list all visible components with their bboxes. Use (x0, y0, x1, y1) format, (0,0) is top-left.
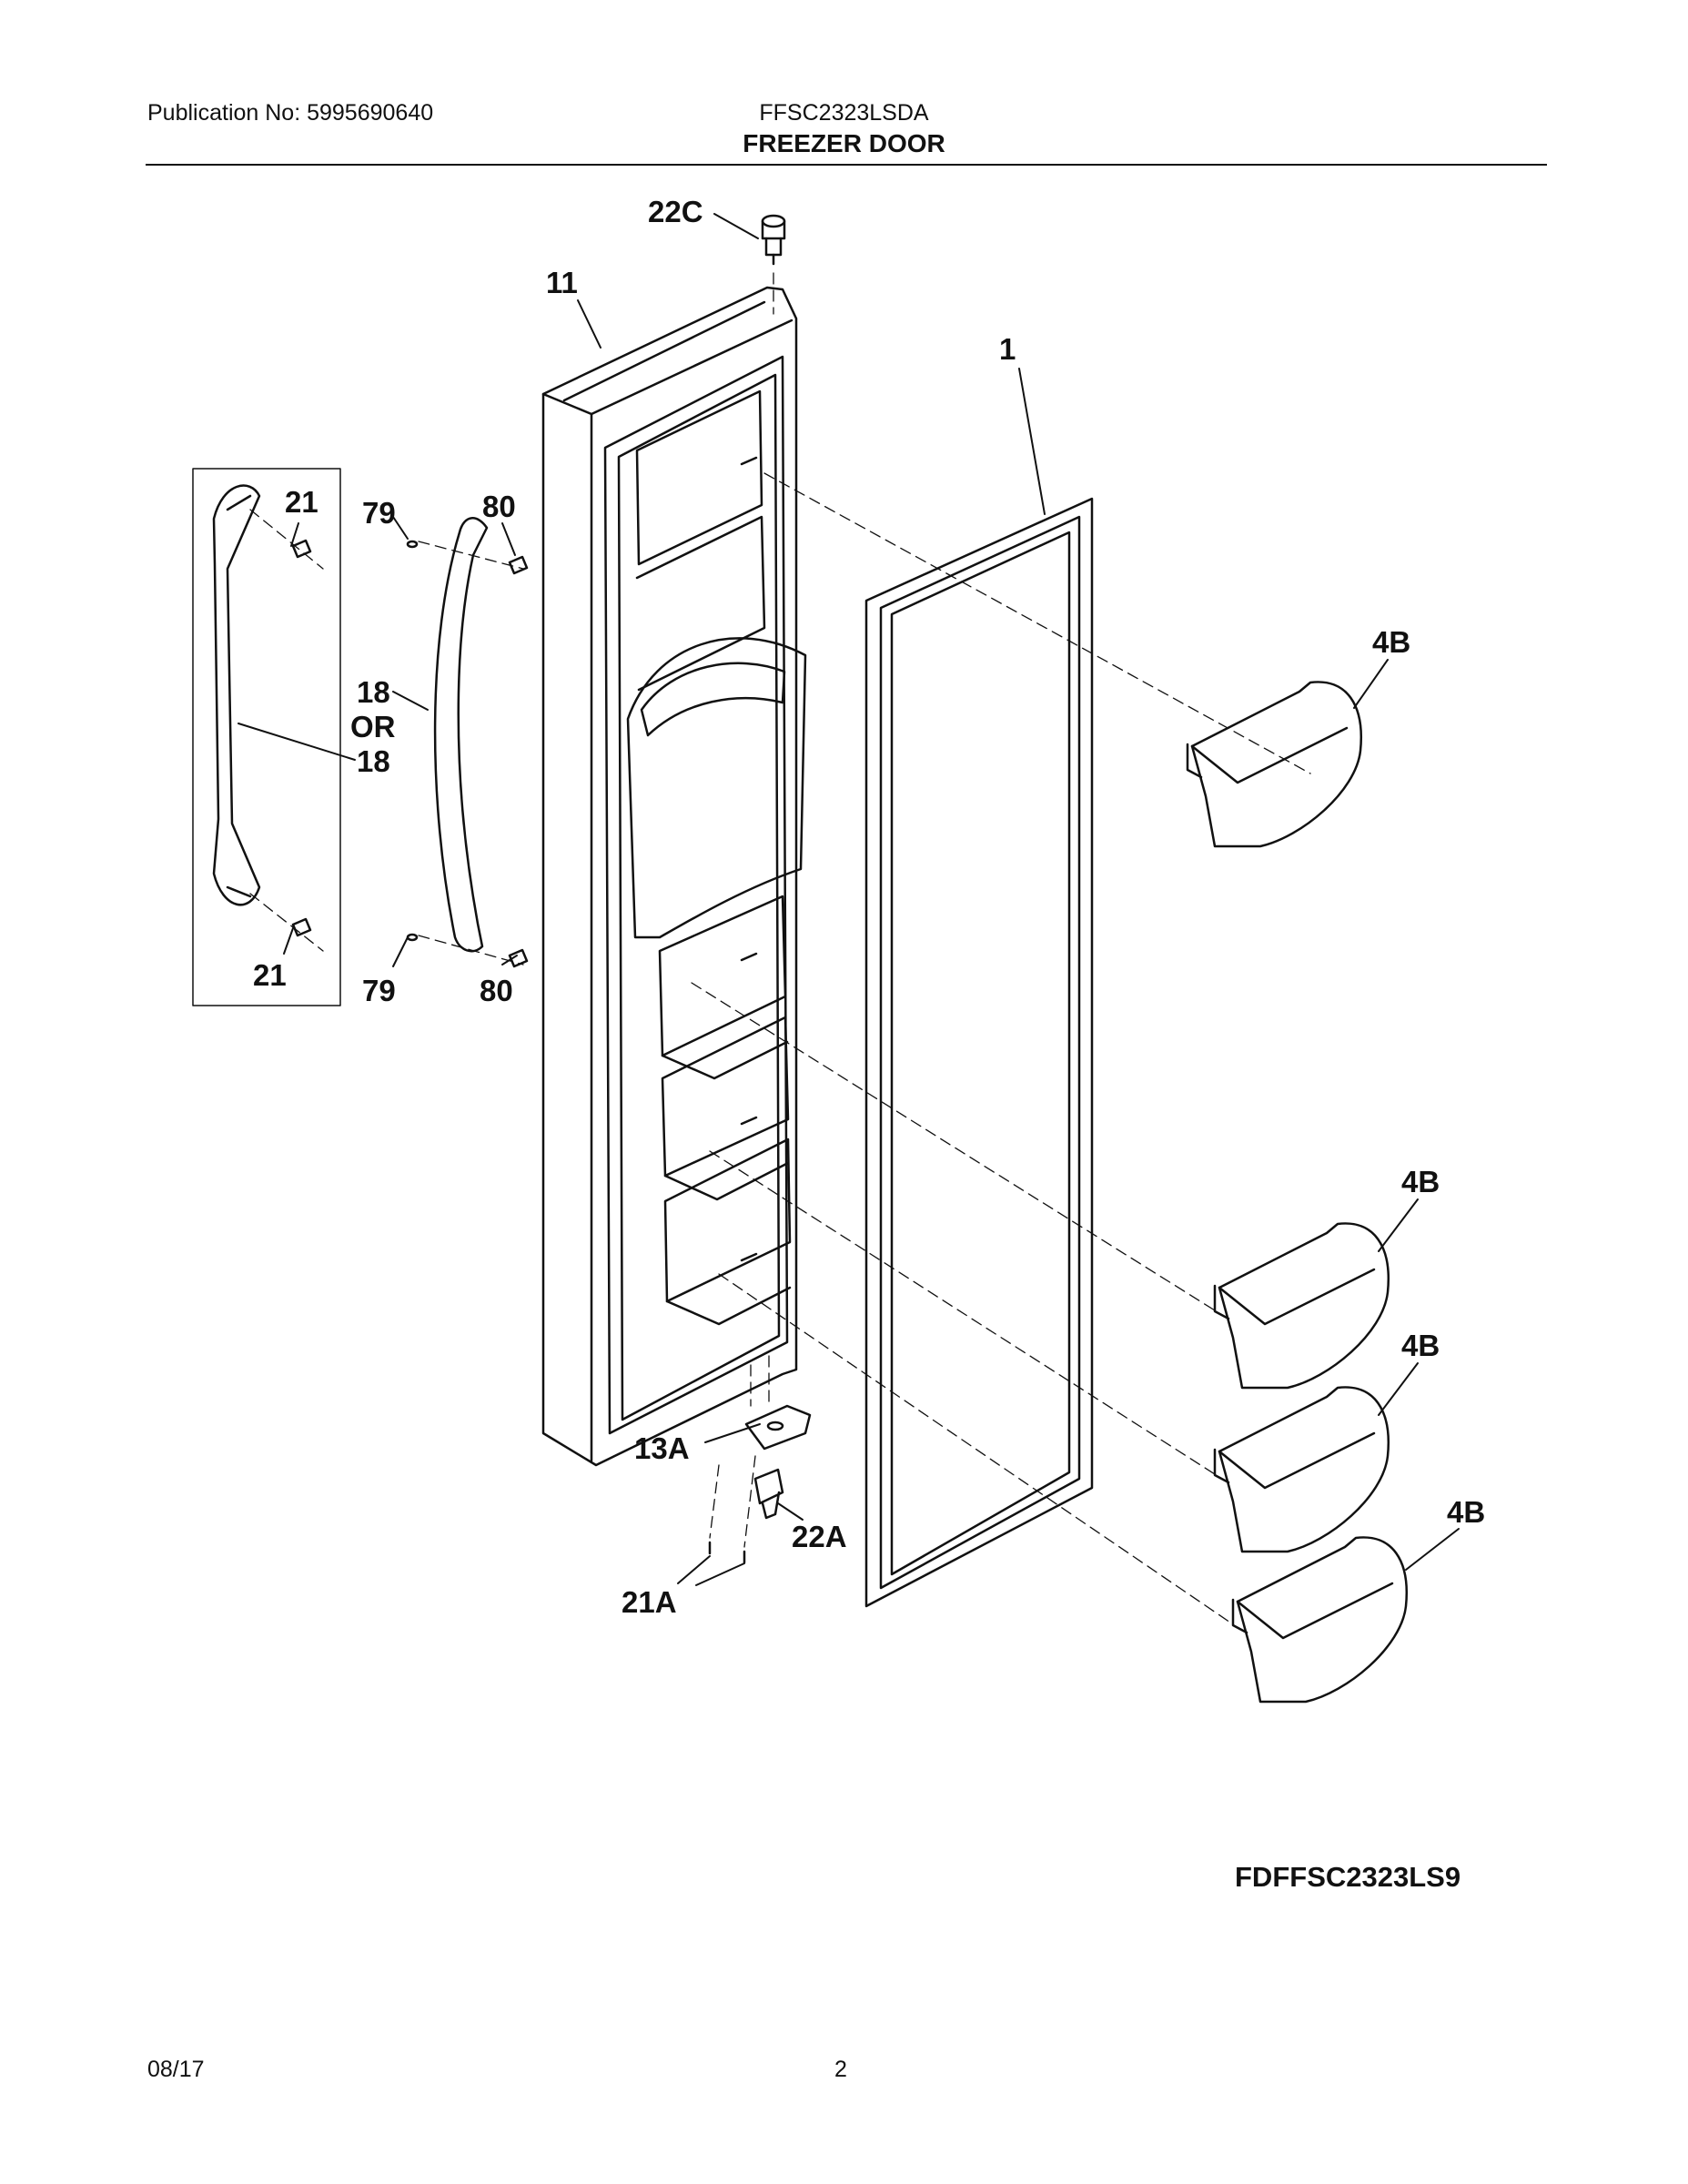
screws-21a (708, 1541, 746, 1564)
hinge-pin-22c (761, 214, 786, 266)
lower-hinge-13a (744, 1404, 812, 1451)
door-bin-4b-3 (1213, 1386, 1390, 1553)
publication-number: Publication No: 5995690640 (147, 100, 434, 126)
callout-79-top: 79 (362, 496, 396, 530)
callout-4b-1: 4B (1372, 625, 1410, 659)
header-rule (146, 164, 1547, 166)
model-number: FFSC2323LSDA (759, 100, 929, 126)
callout-79-bottom: 79 (362, 974, 396, 1007)
callout-4b-4: 4B (1447, 1495, 1485, 1529)
alignment-lines (249, 272, 1311, 1625)
callout-or: OR (350, 710, 396, 743)
callout-21-bottom: 21 (253, 958, 287, 992)
handle-18-alt (212, 484, 261, 906)
section-title: FREEZER DOOR (743, 129, 945, 157)
publication-date: 08/17 (147, 2057, 205, 2082)
callout-18-lower: 18 (357, 744, 390, 778)
door-bin-4b-1 (1186, 681, 1362, 848)
callout-4b-3: 4B (1401, 1329, 1440, 1362)
callout-13a: 13A (634, 1431, 690, 1465)
door-gasket-1 (864, 497, 1094, 1608)
screws (291, 539, 529, 968)
callout-21-top: 21 (285, 485, 318, 519)
door-bin-4b-2 (1213, 1222, 1390, 1390)
callout-21a: 21A (622, 1585, 677, 1619)
callout-22c: 22C (648, 195, 703, 228)
leader-lines (238, 213, 1460, 1586)
callout-18-upper: 18 (357, 675, 390, 709)
page-number: 2 (834, 2057, 847, 2082)
door-bin-4b-4 (1231, 1536, 1408, 1704)
handle-18 (433, 517, 489, 953)
callout-80-top: 80 (482, 490, 516, 523)
freezer-door-11 (541, 286, 807, 1467)
alternate-handle-box (192, 468, 341, 1006)
callout-11: 11 (546, 266, 578, 299)
diagram-code: FDFFSC2323LS9 (1235, 1861, 1461, 1893)
bushing-22a (753, 1468, 784, 1520)
callout-22a: 22A (792, 1520, 847, 1553)
callout-4b-2: 4B (1401, 1165, 1440, 1198)
callout-80-bottom: 80 (480, 974, 513, 1007)
callout-1: 1 (999, 332, 1016, 366)
